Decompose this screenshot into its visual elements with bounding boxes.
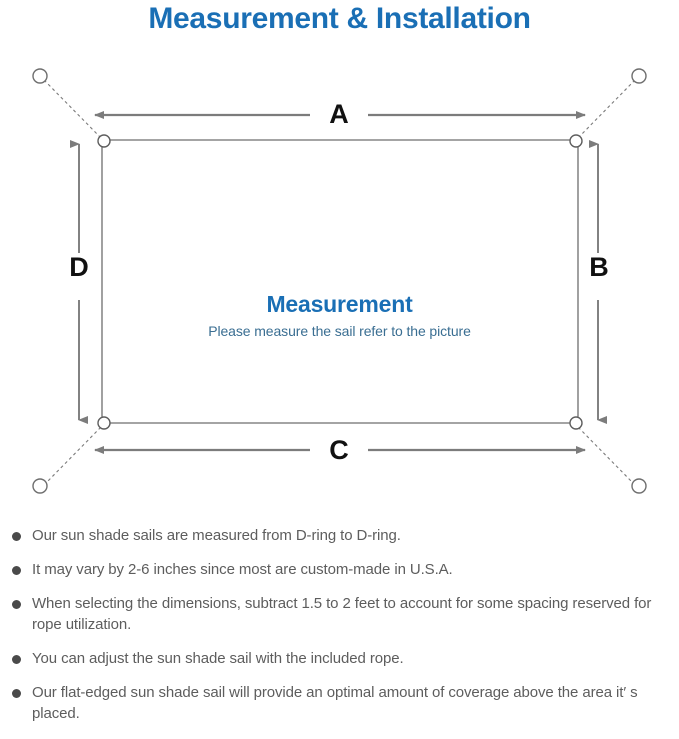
list-item: When selecting the dimensions, subtract … <box>0 593 679 635</box>
note-text: When selecting the dimensions, subtract … <box>32 595 652 633</box>
list-item: Our flat-edged sun shade sail will provi… <box>0 682 679 724</box>
bullet-icon <box>12 689 21 698</box>
dimension-label-d: D <box>69 252 89 282</box>
sail-rectangle <box>101 139 579 424</box>
rope-bottom-left <box>43 424 104 486</box>
rope-bottom-right <box>575 424 636 486</box>
list-item: It may vary by 2-6 inches since most are… <box>0 559 679 580</box>
note-text: Our sun shade sails are measured from D-… <box>32 527 401 544</box>
note-text: You can adjust the sun shade sail with t… <box>32 650 404 667</box>
bottom-left-anchor-ring <box>32 478 48 494</box>
bullet-icon <box>12 655 21 664</box>
page-title: Measurement & Installation <box>148 2 531 35</box>
bullet-icon <box>12 532 21 541</box>
rope-lines <box>43 79 636 486</box>
sail-measurement-diagram: Measurement Please measure the sail refe… <box>0 48 679 518</box>
dimension-label-a: A <box>329 99 349 129</box>
note-text: Our flat-edged sun shade sail will provi… <box>32 684 638 722</box>
bullet-icon <box>12 600 21 609</box>
bullet-icon <box>12 566 21 575</box>
d-ring-bottom-right <box>569 416 583 430</box>
d-ring-bottom-left <box>97 416 111 430</box>
rope-top-left <box>43 79 104 141</box>
d-rings <box>97 134 583 430</box>
note-text: It may vary by 2-6 inches since most are… <box>32 561 453 578</box>
anchor-rings <box>32 68 647 494</box>
bottom-right-anchor-ring <box>631 478 647 494</box>
list-item: You can adjust the sun shade sail with t… <box>0 648 679 669</box>
list-item: Our sun shade sails are measured from D-… <box>0 525 679 546</box>
d-ring-top-right <box>569 134 583 148</box>
top-right-anchor-ring <box>631 68 647 84</box>
rope-top-right <box>575 79 636 141</box>
dimension-label-b: B <box>589 252 609 282</box>
dimension-label-c: C <box>329 435 349 465</box>
notes-list: Our sun shade sails are measured from D-… <box>0 525 679 737</box>
d-ring-top-left <box>97 134 111 148</box>
top-left-anchor-ring <box>32 68 48 84</box>
